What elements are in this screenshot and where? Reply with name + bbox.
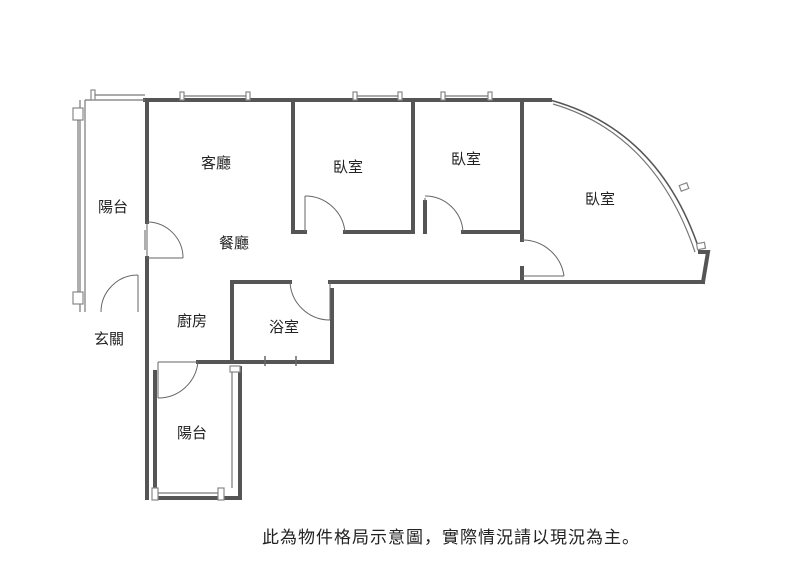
room-label-living-room: 客廳 [201,154,231,172]
room-label-bedroom-1: 臥室 [333,158,363,176]
west-balcony-outline [72,99,146,312]
walls [143,98,711,500]
room-label-balcony-south: 陽台 [177,424,207,442]
room-label-bedroom-3: 臥室 [585,190,615,208]
room-label-bathroom: 浴室 [269,318,299,336]
room-label-bedroom-2: 臥室 [451,150,481,168]
disclaimer-caption: 此為物件格局示意圖，實際情況請以現況為主。 [262,528,640,548]
room-label-entrance: 玄關 [94,330,124,348]
top-windows [90,89,707,501]
room-label-dining-room: 餐廳 [219,234,249,252]
room-label-balcony-west: 陽台 [98,198,128,216]
doors [100,195,565,399]
room-labels: 客廳 餐廳 臥室 臥室 臥室 陽台 玄關 廚房 浴室 陽台 [94,150,615,442]
room-label-kitchen: 廚房 [177,312,207,330]
